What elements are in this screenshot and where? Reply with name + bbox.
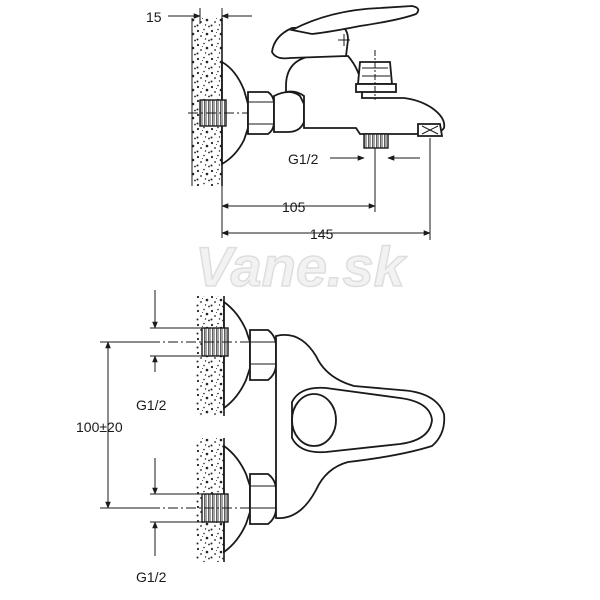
top-view: G1/2 100±20 G1/2	[76, 290, 446, 585]
dim-inlet-spacing: 100±20	[76, 419, 123, 435]
shower-outlet-thread	[363, 133, 389, 149]
dim-overall-length: 145	[310, 226, 334, 242]
dim-wall-offset: 15	[146, 9, 162, 25]
union-nut-upper	[249, 329, 277, 381]
cartridge-housing	[271, 25, 349, 60]
mixer-body-side	[273, 91, 305, 133]
union-nut-side	[247, 91, 275, 135]
dim-to-outlet: 105	[282, 199, 306, 215]
lever-handle-side	[289, 5, 420, 35]
side-view: 15 G1/2 105 145	[146, 5, 446, 242]
dim-inlet-thread-lower: G1/2	[136, 569, 167, 585]
mixer-main-body	[285, 55, 446, 135]
union-nut-lower	[249, 473, 277, 525]
dim-outlet-thread: G1/2	[288, 151, 319, 167]
dim-inlet-thread-upper: G1/2	[136, 397, 167, 413]
watermark-text: Vane.sk	[195, 235, 407, 298]
